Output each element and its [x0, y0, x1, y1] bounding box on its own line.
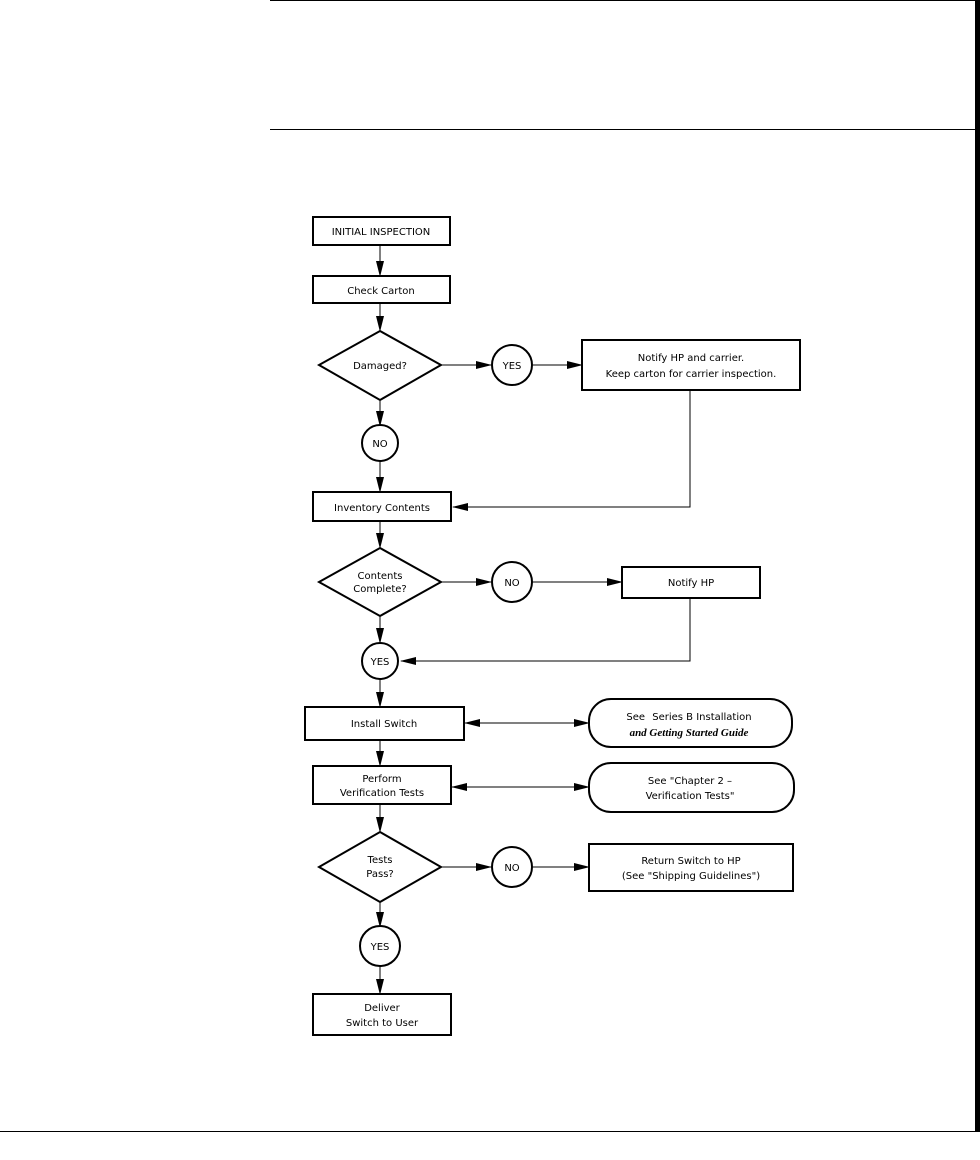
connectors [376, 245, 691, 995]
return-switch-box: Return Switch to HP (See "Shipping Guide… [588, 843, 794, 892]
see-guide-prefix: See [626, 712, 645, 723]
tests-no-node: NO [491, 846, 533, 888]
damaged-yes-label: YES [502, 361, 522, 372]
notify-carrier-box: Notify HP and carrier. Keep carton for c… [581, 339, 801, 391]
footer-rule [0, 1131, 980, 1132]
notify-carrier-line-1: Notify HP and carrier. [638, 353, 744, 364]
see-chapter-terminal: See "Chapter 2 – Verification Tests" [588, 762, 795, 813]
header-top-rule [270, 0, 980, 1]
initial-inspection-label: INITIAL INSPECTION [332, 227, 431, 238]
see-chapter-line-1: See "Chapter 2 – [648, 776, 732, 787]
return-switch-line-1: Return Switch to HP [641, 856, 740, 867]
perform-tests-line-2: Verification Tests [340, 788, 424, 799]
contents-yes-node: YES [361, 642, 399, 680]
initial-inspection-box: INITIAL INSPECTION [312, 216, 451, 246]
tests-no-label: NO [504, 863, 519, 874]
check-carton-box: Check Carton [312, 275, 451, 304]
perform-tests-line-1: Perform [362, 774, 401, 785]
page-edge-bar [975, 0, 980, 1132]
inventory-contents-label: Inventory Contents [334, 503, 430, 514]
header-bottom-rule [270, 129, 980, 130]
damaged-decision: Damaged? [316, 329, 444, 402]
perform-tests-box: Perform Verification Tests [312, 765, 452, 805]
contents-yes-label: YES [370, 657, 390, 668]
contents-complete-line-2: Complete? [353, 584, 407, 595]
damaged-no-node: NO [361, 424, 399, 462]
damaged-yes-node: YES [491, 344, 533, 386]
contents-no-node: NO [491, 561, 533, 603]
notify-hp-label: Notify HP [668, 578, 714, 589]
install-switch-label: Install Switch [351, 719, 417, 730]
inventory-contents-box: Inventory Contents [312, 491, 452, 522]
contents-complete-line-1: Contents [358, 571, 403, 582]
notify-hp-box: Notify HP [621, 566, 761, 599]
deliver-box: Deliver Switch to User [312, 993, 452, 1036]
install-switch-box: Install Switch [304, 706, 465, 741]
deliver-line-1: Deliver [364, 1003, 400, 1014]
see-guide-terminal: See Series B Installation and Getting St… [588, 698, 793, 748]
tests-pass-decision: Tests Pass? [316, 830, 444, 904]
see-guide-title-1: Series B Installation [652, 712, 751, 723]
contents-complete-decision: Contents Complete? [316, 546, 444, 618]
see-chapter-line-2: Verification Tests" [646, 791, 735, 802]
check-carton-label: Check Carton [347, 286, 415, 297]
deliver-line-2: Switch to User [346, 1018, 419, 1029]
see-guide-title-2: and Getting Started Guide [630, 727, 749, 739]
tests-yes-node: YES [359, 925, 401, 967]
svg-text:See Series B Installat: See Series B Installation [626, 712, 751, 723]
contents-no-label: NO [504, 578, 519, 589]
tests-pass-line-2: Pass? [366, 869, 393, 880]
damaged-no-label: NO [372, 439, 387, 450]
notify-carrier-line-2: Keep carton for carrier inspection. [606, 369, 777, 380]
return-switch-line-2: (See "Shipping Guidelines") [622, 871, 760, 882]
tests-yes-label: YES [370, 942, 390, 953]
damaged-label: Damaged? [353, 361, 407, 372]
tests-pass-line-1: Tests [367, 855, 393, 866]
